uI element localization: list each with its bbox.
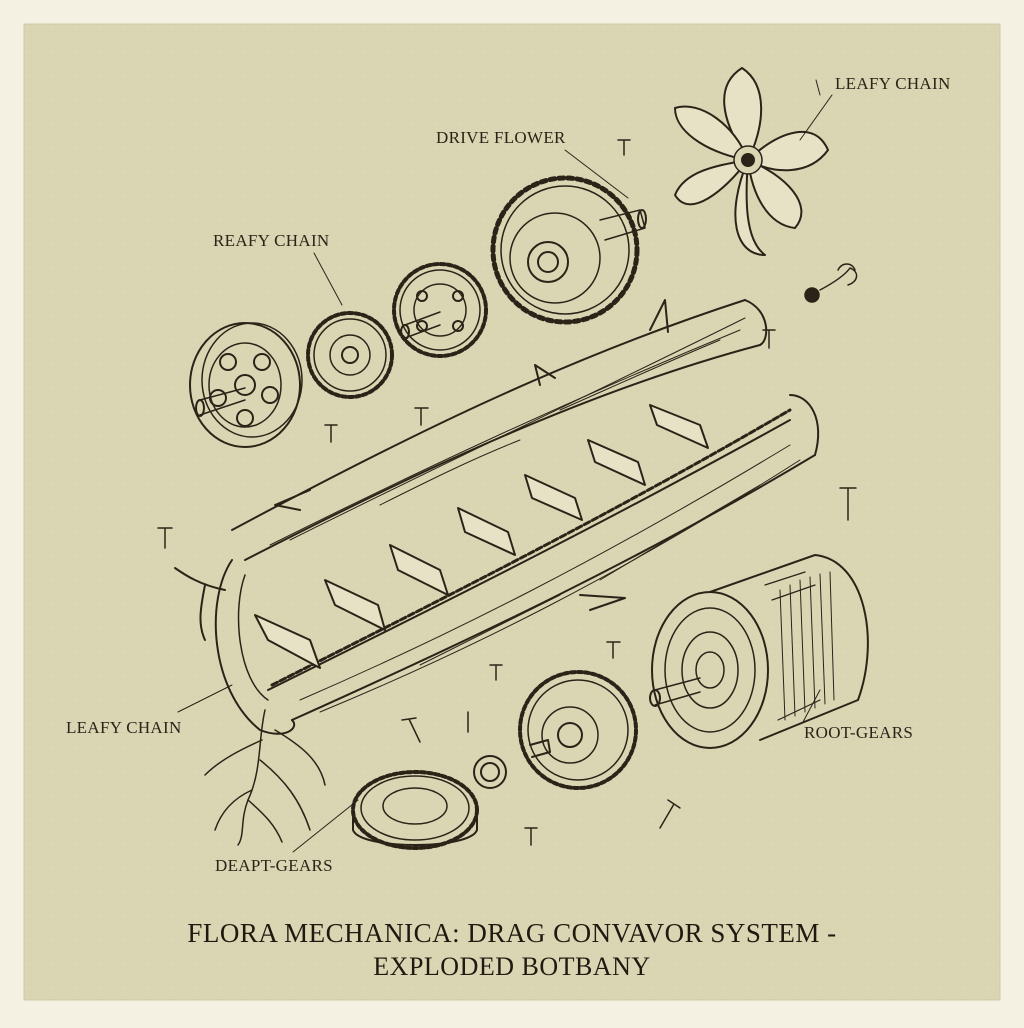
small-bud [804, 263, 858, 303]
label-leafy-chain-left: LEAFY CHAIN [66, 718, 182, 737]
paddle-6 [587, 439, 646, 486]
label-deapt-gears: DEAPT-GEARS [215, 856, 333, 875]
drive-gear [490, 175, 647, 325]
title-line-2: EXPLODED BOTBANY [373, 952, 651, 981]
paddle-5 [524, 474, 583, 521]
paper-background [23, 23, 1001, 1001]
paddle-4 [457, 507, 516, 556]
label-drive-flower: DRIVE FLOWER [436, 128, 566, 147]
label-reafy-chain: REAFY CHAIN [213, 231, 330, 250]
paddle-7 [649, 404, 709, 449]
flanged-wheel [189, 322, 303, 448]
lower-gear [518, 670, 638, 790]
reafy-chain-gear [306, 311, 394, 399]
bearing [473, 755, 507, 789]
spoked-gear [392, 262, 488, 358]
screws [157, 139, 857, 846]
leaf-paddles [254, 404, 709, 669]
paddle-1 [254, 614, 321, 669]
drive-flower [674, 67, 829, 256]
roots [204, 709, 326, 846]
label-leafy-chain-top: LEAFY CHAIN [835, 74, 951, 93]
paddle-3 [389, 544, 449, 596]
title-line-1: FLORA MECHANICA: DRAG CONVAVOR SYSTEM - [187, 918, 837, 948]
log-conveyor-trough [174, 299, 820, 735]
label-root-gears: ROOT-GEARS [804, 723, 914, 742]
paddle-2 [324, 579, 386, 631]
leader-lines [177, 94, 833, 853]
deapt-gear-ring [351, 770, 479, 850]
root-gears-motor [649, 554, 869, 749]
